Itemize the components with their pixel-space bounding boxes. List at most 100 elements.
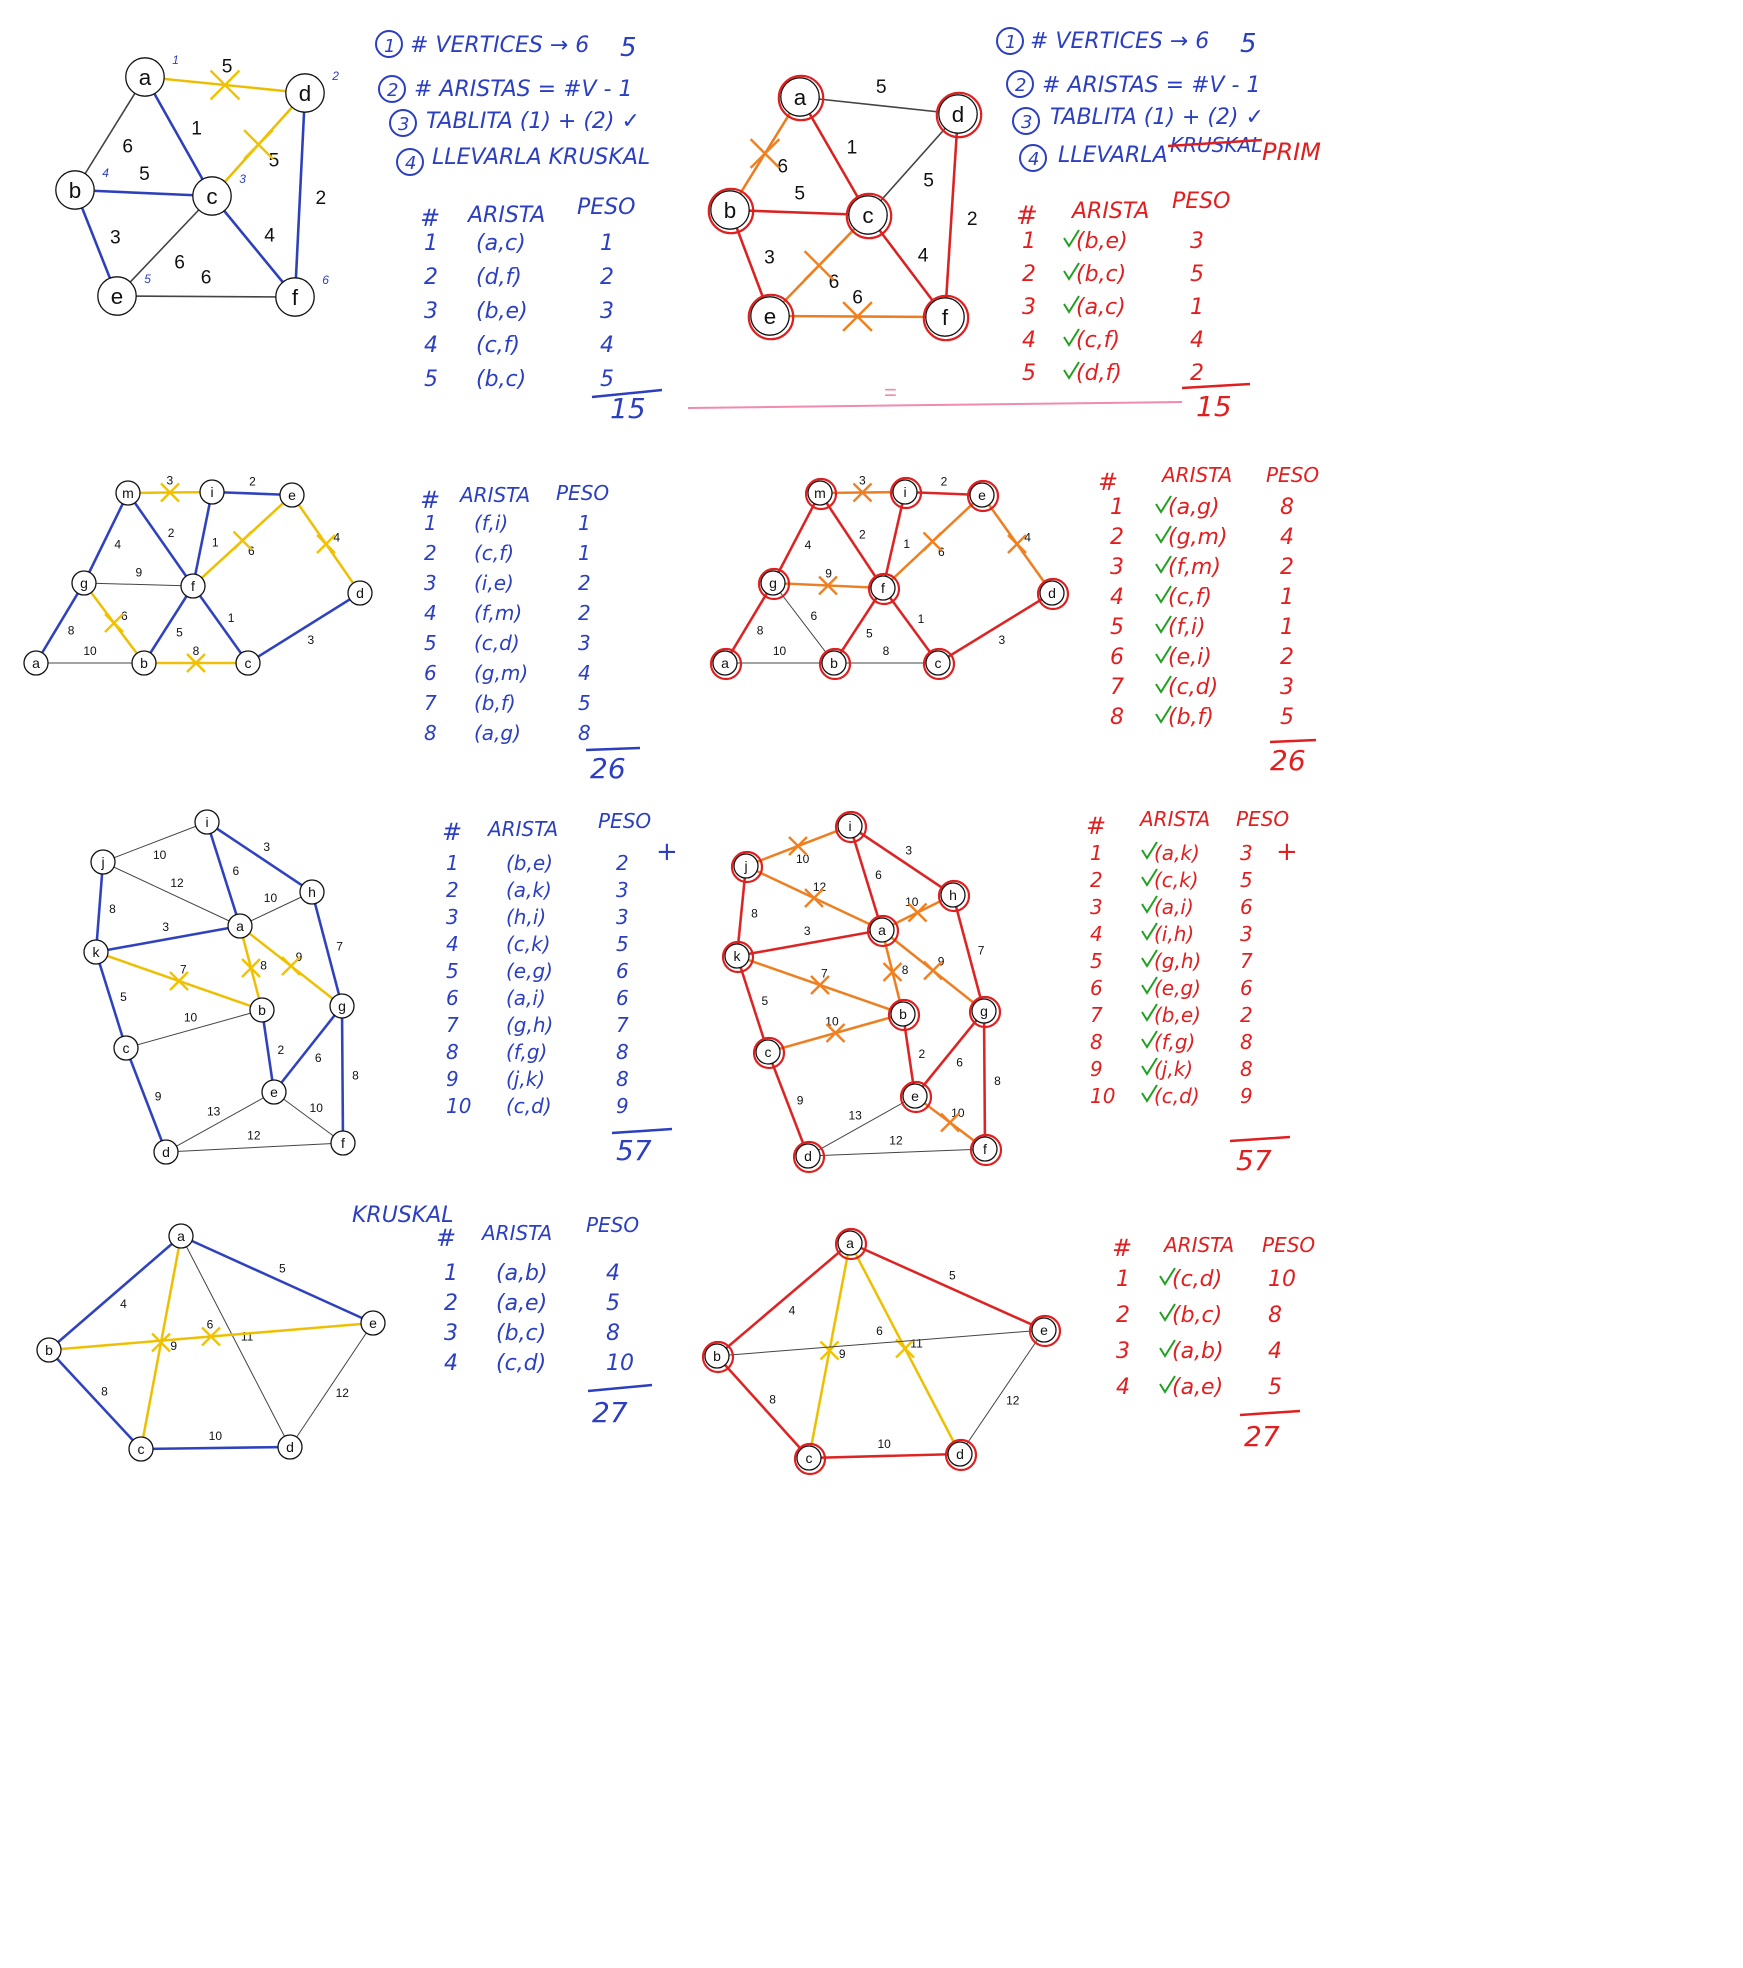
row-arista: (b,f) [1168, 705, 1214, 730]
node-label: f [983, 1141, 987, 1157]
edge-d-f [807, 1148, 986, 1157]
edge-highlight [293, 91, 307, 299]
edge-highlight [82, 491, 130, 585]
p4-total: 26 [1270, 744, 1306, 777]
row-num: 10 [1090, 1084, 1115, 1108]
row-num: 8 [1110, 705, 1124, 730]
row-arista: (a,c) [476, 231, 526, 256]
row-arista: (f,g) [1154, 1030, 1195, 1054]
p4-th-peso: PESO [1266, 463, 1319, 487]
node-b: b [131, 650, 157, 676]
table-row: 3(i,e)2 [424, 571, 591, 595]
edge-e-f [116, 295, 296, 298]
p8-th-peso: PESO [1262, 1233, 1315, 1257]
row-arista: (a,i) [1154, 895, 1194, 919]
row-num: 3 [446, 905, 459, 929]
row-num: 2 [1116, 1303, 1130, 1328]
table-row: 8(f,g)8 [1090, 1030, 1253, 1054]
node-order-label: 4 [102, 166, 109, 180]
node-visited-ring [922, 294, 970, 342]
edge-weight: 3 [764, 248, 775, 269]
table-row: 9(j,k)8 [1090, 1057, 1253, 1081]
edge-highlight [771, 491, 822, 585]
row-peso: 10 [1268, 1267, 1296, 1292]
node-label: c [765, 1044, 772, 1060]
node-label: e [288, 487, 296, 503]
table-row: 7(g,h)7 [446, 1013, 629, 1037]
row-arista: (b,e) [1076, 229, 1128, 254]
row-num: 9 [1090, 1057, 1103, 1081]
edge-weight: 1 [228, 611, 235, 625]
row-num: 3 [424, 571, 437, 595]
node-label: k [734, 948, 742, 964]
row-arista: (c,d) [1172, 1267, 1222, 1292]
row-arista: (f,m) [474, 601, 522, 625]
cross-mark-icon [819, 1340, 840, 1361]
row-num: 8 [1090, 1030, 1103, 1054]
node-label: a [878, 922, 886, 938]
node-label: e [764, 304, 776, 329]
cross-mark-icon [316, 534, 336, 554]
edge-weight: 6 [829, 272, 840, 293]
edge-weight: 8 [769, 1392, 776, 1406]
check-icon [1063, 262, 1080, 281]
row-arista: (g,h) [1154, 949, 1201, 973]
svg-text:4: 4 [405, 153, 416, 174]
check-icon [1159, 1375, 1176, 1394]
check-icon [1141, 841, 1158, 860]
edge-weight: 3 [308, 633, 315, 647]
table-row: 6(g,m)4 [424, 661, 591, 685]
node-label: h [308, 884, 316, 900]
edge-weight: 5 [176, 625, 183, 639]
edge-highlight [848, 824, 884, 932]
node-visited-ring [889, 476, 923, 510]
row-num: 1 [1090, 841, 1103, 865]
node-label: f [942, 305, 949, 330]
edge-weight: 5 [949, 1269, 956, 1283]
node-e: e [1028, 1314, 1062, 1348]
row-num: 2 [424, 541, 437, 565]
node-g: g [71, 570, 97, 596]
p7-th-arista: ARISTA [480, 1221, 552, 1245]
node-b: b [707, 187, 755, 235]
node-label: i [205, 814, 208, 830]
edge-weight: 10 [877, 1437, 891, 1451]
node-e: e [747, 293, 795, 341]
row-num: 3 [1090, 895, 1103, 919]
edge-weight: 10 [83, 644, 97, 658]
svg-text:3: 3 [398, 114, 409, 135]
row-arista: (i,e) [474, 571, 514, 595]
edge-weight: 9 [155, 1089, 162, 1103]
table-row: 10(c,d)9 [446, 1094, 629, 1118]
node-label: c [245, 655, 252, 671]
node-g: g [968, 995, 1002, 1029]
node-label: a [177, 1228, 185, 1244]
node-label: b [724, 198, 736, 223]
edge-weight: 5 [279, 1262, 286, 1276]
edge-weight: 8 [68, 624, 75, 638]
row-arista: (c,f) [476, 333, 520, 358]
edge-weight: 1 [191, 118, 202, 139]
node-e: e [261, 1079, 287, 1105]
row-peso: 1 [578, 511, 591, 535]
row-arista: (c,k) [1154, 868, 1199, 892]
p3-table: # ARISTA PESO 1(f,i)12(c,f)13(i,e)24(f,m… [420, 481, 641, 785]
row-peso: 4 [1268, 1339, 1282, 1364]
edge-highlight [310, 890, 344, 1008]
node-visited-ring [793, 1442, 827, 1476]
cross-mark-icon [940, 1112, 960, 1133]
row-num: 4 [444, 1351, 458, 1376]
table-row: 3(f,m)2 [1110, 555, 1294, 580]
node-label: d [162, 1144, 170, 1160]
row-arista: (a,i) [506, 986, 546, 1010]
row-peso: 4 [606, 1261, 620, 1286]
row-peso: 8 [616, 1067, 629, 1091]
row-arista: (d,f) [1076, 361, 1122, 386]
row-arista: (c,k) [506, 932, 551, 956]
row-num: 7 [1090, 1003, 1103, 1027]
row-arista: (c,d) [474, 631, 520, 655]
node-i: i [194, 809, 220, 835]
row-arista: (g,m) [1168, 525, 1228, 550]
